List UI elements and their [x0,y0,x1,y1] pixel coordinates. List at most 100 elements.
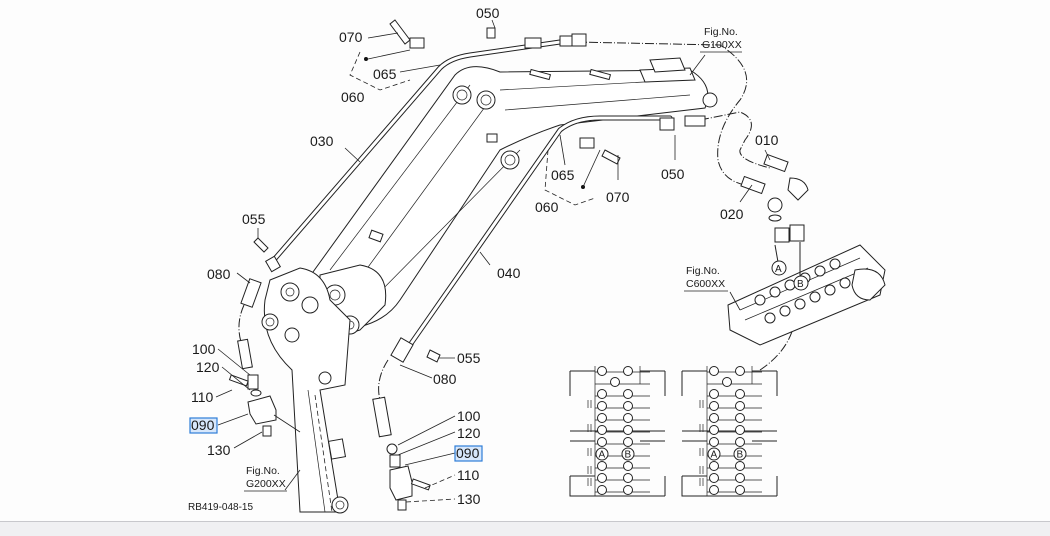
fig-ref-g100[interactable]: Fig.No. G100XX [700,26,742,53]
schematic-port [735,473,745,483]
schematic-port-a [595,447,609,461]
highlight-090-right [454,445,483,462]
schematic-port [623,401,633,411]
dipper-arm [261,267,351,514]
schematic-port [735,461,745,471]
schematic-port-a-label: A [711,450,718,461]
schematic-port [623,473,633,483]
part-label-070[interactable]: 070 [606,189,630,205]
drawing-code: RB419-048-15 [188,502,253,513]
schematic-port [709,401,719,411]
part-label-110[interactable]: 110 [191,389,214,405]
fig-ref-g200[interactable]: Fig.No. G200XX [244,465,287,492]
schematic-port [709,389,719,399]
port-a-marker-valve [771,260,787,276]
schematic-port [709,437,719,447]
part-label-060[interactable]: 060 [535,199,559,215]
schematic-port [709,425,719,435]
part-label-055[interactable]: 055 [457,350,481,366]
schematic-port [709,413,719,423]
part-label-120[interactable]: 120 [196,359,220,375]
schematic-glyph [587,424,592,432]
leader-lines [215,19,771,503]
part-label-100[interactable]: 100 [457,408,481,424]
part-label-060[interactable]: 060 [341,89,365,105]
part-label-030[interactable]: 030 [310,133,334,149]
schematic-port [735,389,745,399]
hose-010 [699,111,809,201]
part-label-080[interactable]: 080 [207,266,231,282]
part-label-100[interactable]: 100 [192,341,216,357]
schematic-port [623,425,633,435]
schematic-port [735,425,745,435]
part-label-050[interactable]: 050 [661,166,685,182]
port-a-label: A [775,264,782,275]
schematic-port [709,473,719,483]
schematic-port [735,485,745,495]
schematic-port [597,366,607,376]
schematic-port [735,401,745,411]
part-label-070[interactable]: 070 [339,29,363,45]
fig-ref-label: Fig.No. [686,265,720,277]
part-labels: 070 050 065 060 030 010 065 050 060 070 … [189,5,779,507]
schematic-port [722,377,732,387]
part-label-050[interactable]: 050 [476,5,500,21]
schematic-port [735,366,745,376]
highlight-090-left [189,417,218,434]
schematic-port-b [733,447,747,461]
schematic-port [735,413,745,423]
part-label-130[interactable]: 130 [207,442,231,458]
schematic-port [597,389,607,399]
part-label-065[interactable]: 065 [373,66,397,82]
pipe-030 [269,39,563,265]
fig-ref-label: Fig.No. [246,465,280,477]
part-label-090-highlighted[interactable]: 090 [191,417,215,433]
schematic-port [623,366,633,376]
schematic-divider [570,430,665,442]
part-label-040[interactable]: 040 [497,265,521,281]
schematic-port [597,485,607,495]
boom-arm [297,57,718,335]
part-label-090-highlighted[interactable]: 090 [456,445,480,461]
schematic-port [623,485,633,495]
fig-ref-c600[interactable]: Fig.No. C600XX [684,265,728,292]
schematic-glyph [587,448,592,456]
part-label-130[interactable]: 130 [457,491,481,507]
schematic-port-b-label: B [625,450,632,461]
part-label-065[interactable]: 065 [551,167,575,183]
schematic-port [597,437,607,447]
schematic-bracket [681,370,778,396]
part-label-010[interactable]: 010 [755,132,779,148]
schematic-port [623,437,633,447]
schematic-port [623,461,633,471]
schematic-port-b [621,447,635,461]
schematic-port [597,425,607,435]
pipe-040 [407,115,673,348]
part-label-055[interactable]: 055 [242,211,266,227]
schematic-port-b-label: B [737,450,744,461]
fig-ref-label: Fig.No. [704,26,738,38]
schematic-glyph [699,478,704,486]
right-fitting-assembly [372,337,441,511]
schematic-glyph [699,424,704,432]
schematic-port-a-label: A [599,450,606,461]
part-label-020[interactable]: 020 [720,206,744,222]
schematic-port [610,377,620,387]
fig-ref-number: G200XX [246,478,286,490]
left-fitting-assembly [228,237,282,437]
part-label-110[interactable]: 110 [457,467,480,483]
part-label-080[interactable]: 080 [433,371,457,387]
top-fittings [364,19,706,189]
schematic-port [597,461,607,471]
schematic-port [597,401,607,411]
schematic-glyph [699,466,704,474]
bottom-status-bar [0,521,1050,536]
part-label-120[interactable]: 120 [457,425,481,441]
schematic-port-a [707,447,721,461]
schematic-glyph [587,400,592,408]
schematic-port [623,413,633,423]
control-valve: A B [727,224,886,346]
schematic-glyph [699,400,704,408]
